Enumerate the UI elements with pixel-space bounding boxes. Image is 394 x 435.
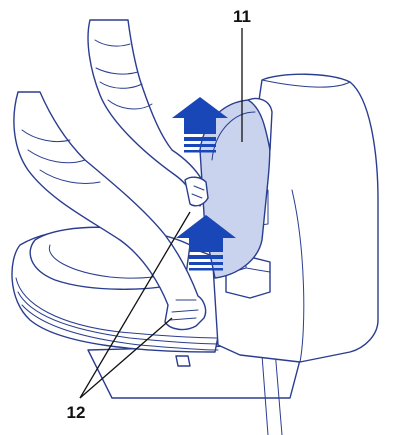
callout-label-seat: 11 xyxy=(233,7,251,26)
callout-label-hands: 12 xyxy=(67,403,86,422)
